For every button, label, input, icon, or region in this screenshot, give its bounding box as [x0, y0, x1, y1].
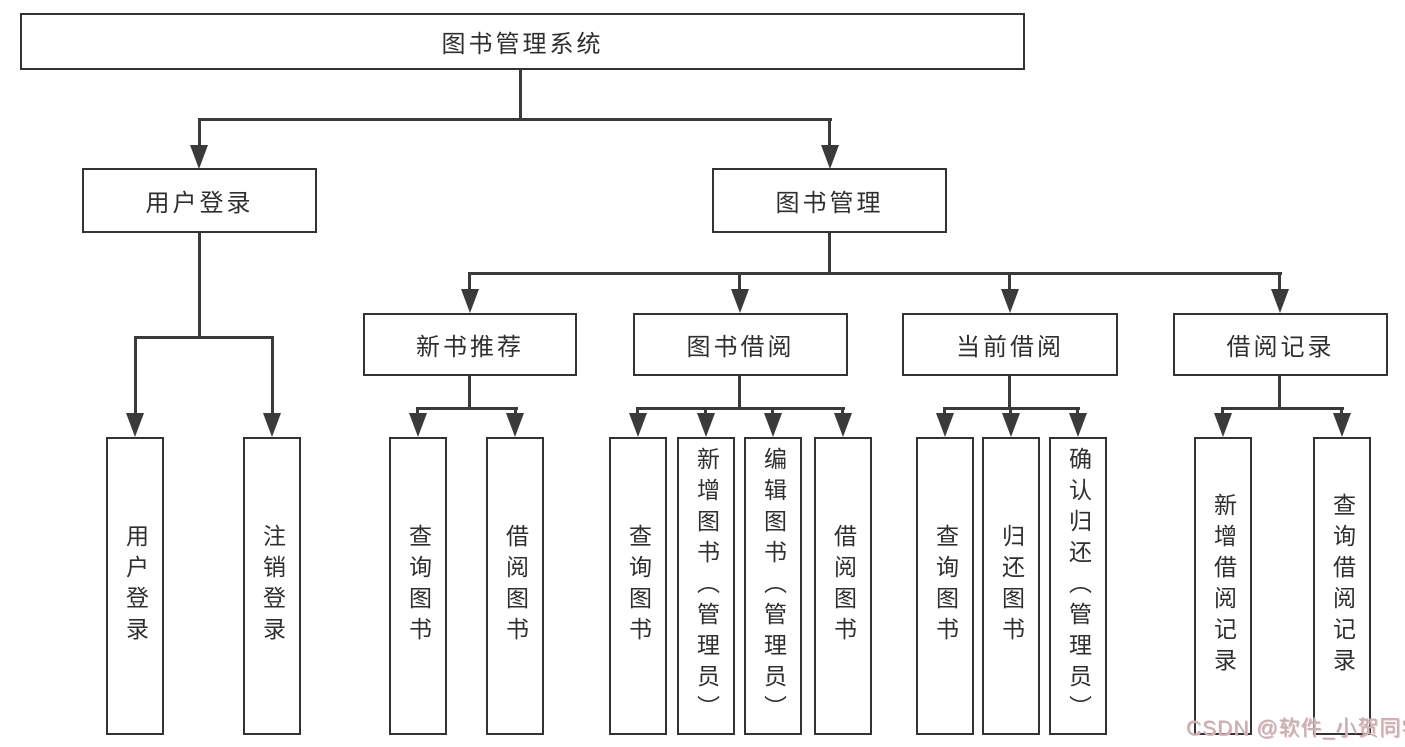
- connector-line: [468, 272, 471, 294]
- arrow-down-icon: [506, 413, 524, 437]
- connector-line: [738, 272, 741, 294]
- node-borrow-records: 借阅记录: [1173, 313, 1388, 376]
- node-user-login: 用户登录: [82, 168, 317, 233]
- arrow-down-icon: [936, 413, 954, 437]
- arrow-down-icon: [1271, 289, 1289, 313]
- connector-line: [828, 118, 831, 150]
- arrow-down-icon: [1001, 289, 1019, 313]
- connector-line: [738, 376, 741, 407]
- arrow-down-icon: [461, 289, 479, 313]
- connector-line: [134, 336, 274, 339]
- arrow-down-icon: [1214, 413, 1232, 437]
- arrow-down-icon: [821, 145, 839, 169]
- connector-line: [1221, 407, 1344, 410]
- leaf-borrow-book: 借阅图书: [814, 437, 872, 735]
- arrow-down-icon: [1333, 413, 1351, 437]
- leaf-add-book-admin: 新增图书（管理员）: [677, 437, 735, 735]
- connector-line: [198, 233, 201, 336]
- leaf-query-borrow-record: 查询借阅记录: [1313, 437, 1371, 735]
- arrow-down-icon: [731, 289, 749, 313]
- leaf-borrow-book: 借阅图书: [486, 437, 544, 735]
- connector-line: [198, 118, 201, 150]
- arrow-down-icon: [697, 413, 715, 437]
- connector-line: [1008, 376, 1011, 407]
- leaf-return-book: 归还图书: [982, 437, 1040, 735]
- connector-line: [468, 376, 471, 407]
- leaf-user-login: 用户登录: [106, 437, 164, 735]
- node-book-mgmt: 图书管理: [712, 168, 947, 233]
- arrow-down-icon: [409, 413, 427, 437]
- connector-line: [416, 407, 518, 410]
- node-root: 图书管理系统: [20, 13, 1025, 70]
- arrow-down-icon: [126, 413, 144, 437]
- node-new-book-rec: 新书推荐: [363, 313, 577, 376]
- arrow-down-icon: [1002, 413, 1020, 437]
- connector-line: [198, 118, 832, 121]
- arrow-down-icon: [1069, 413, 1087, 437]
- node-book-borrow: 图书借阅: [633, 313, 848, 376]
- arrow-down-icon: [190, 145, 208, 169]
- leaf-add-borrow-record: 新增借阅记录: [1194, 437, 1252, 735]
- connector-line: [1278, 272, 1281, 294]
- connector-line: [271, 336, 274, 416]
- csdn-watermark: CSDN @软件_小贺同学: [1186, 717, 1405, 740]
- leaf-query-book: 查询图书: [609, 437, 667, 735]
- connector-line: [828, 232, 831, 272]
- connector-line: [134, 336, 137, 416]
- arrow-down-icon: [263, 413, 281, 437]
- connector-line: [519, 70, 522, 118]
- leaf-query-book: 查询图书: [389, 437, 447, 735]
- connector-line: [1278, 376, 1281, 407]
- node-current-borrow: 当前借阅: [902, 313, 1118, 376]
- leaf-logout: 注销登录: [243, 437, 301, 735]
- connector-line: [636, 407, 845, 410]
- leaf-confirm-return-admin: 确认归还（管理员）: [1049, 437, 1107, 735]
- leaf-query-book: 查询图书: [916, 437, 974, 735]
- arrow-down-icon: [834, 413, 852, 437]
- arrow-down-icon: [629, 413, 647, 437]
- connector-line: [468, 272, 1282, 275]
- arrow-down-icon: [764, 413, 782, 437]
- leaf-edit-book-admin: 编辑图书（管理员）: [744, 437, 802, 735]
- connector-line: [1008, 272, 1011, 294]
